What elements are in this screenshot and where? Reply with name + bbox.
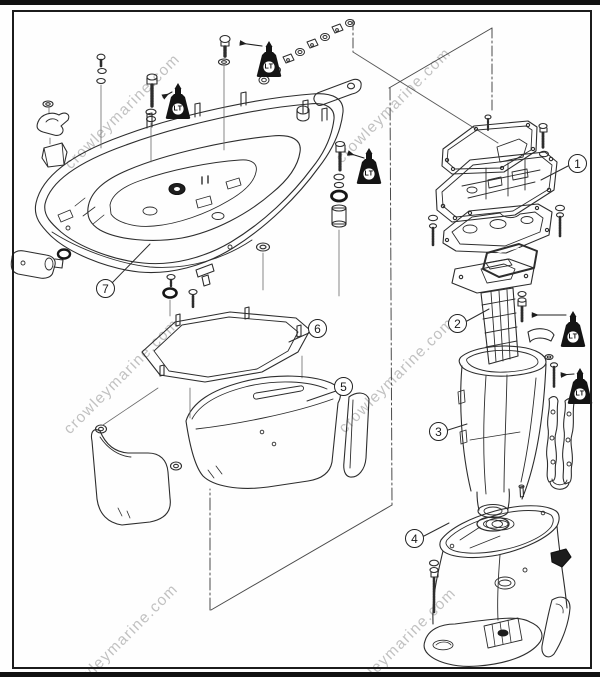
callout-number: 6	[314, 321, 321, 336]
loctite-flask-icon	[560, 311, 586, 347]
driveshaft-housing-group	[423, 484, 572, 667]
loctite-flask-icon	[165, 83, 191, 119]
callout-part-5[interactable]: 5	[334, 377, 353, 396]
loctite-flask-icon	[567, 368, 593, 404]
callout-part-3[interactable]: 3	[429, 422, 448, 441]
bottom-cowl-drawing	[34, 91, 344, 274]
callout-part-6[interactable]: 6	[308, 319, 327, 338]
exhaust-housing-group	[457, 345, 547, 532]
callout-number: 2	[454, 316, 461, 331]
scan-edge-top	[0, 0, 600, 5]
seal-rail-drawing	[141, 306, 311, 383]
callout-part-1[interactable]: 1	[568, 154, 587, 173]
construction-lines	[209, 19, 499, 611]
clamp-parts	[10, 100, 72, 279]
link-arm	[296, 78, 362, 122]
loctite-flask-icon	[356, 148, 382, 184]
callout-number: 4	[411, 531, 418, 546]
callout-number: 5	[340, 379, 347, 394]
loctite-arrows	[161, 40, 575, 378]
callout-number: 1	[574, 156, 581, 171]
callout-part-7[interactable]: 7	[96, 279, 115, 298]
callout-number: 3	[435, 424, 442, 439]
loctite-flask-icon	[256, 41, 282, 77]
side-covers-drawing	[90, 375, 370, 526]
callout-part-4[interactable]: 4	[405, 529, 424, 548]
callout-leaders	[111, 165, 569, 537]
callout-number: 7	[102, 281, 109, 296]
callout-part-2[interactable]: 2	[448, 314, 467, 333]
water-tube-straps	[546, 396, 575, 490]
loctite-flask-icons	[165, 41, 593, 404]
exhaust-tube-group	[451, 258, 559, 389]
scan-edge-bottom	[0, 672, 600, 677]
upper-casing-group	[427, 114, 566, 278]
cowl-fasteners	[96, 34, 348, 317]
rubber-mount	[10, 250, 56, 279]
